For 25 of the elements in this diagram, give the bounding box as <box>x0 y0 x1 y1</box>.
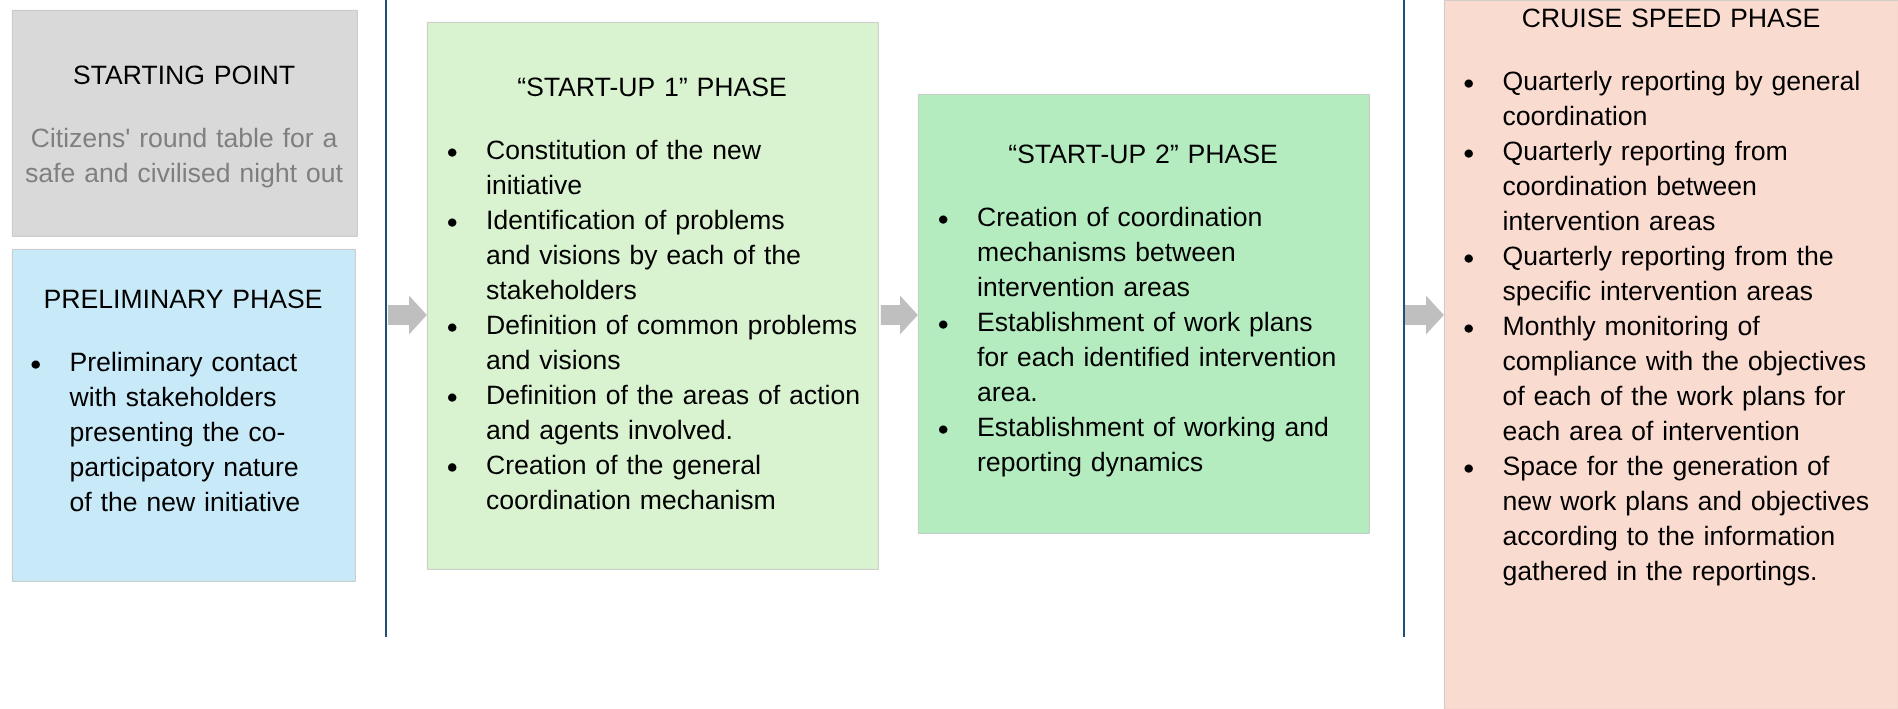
bullet-item: Definition of common problems and visions <box>487 314 857 370</box>
bullet-item: Creation of coordination mechanisms between intervention areas <box>978 206 1261 297</box>
bullet-item: Quarterly reporting from coordination between intervention areas <box>1503 140 1786 231</box>
bullet-item: Quarterly reporting by general coordination <box>1503 70 1859 126</box>
phase-box <box>427 22 879 570</box>
phase-heading: “START-UP 1” PHASE <box>518 77 786 97</box>
phase-heading: “START-UP 2” PHASE <box>1009 144 1277 164</box>
phase-box <box>12 10 358 237</box>
bullet-item: Preliminary contact with stakeholders presenting the co-participatory nature of the new initiative <box>69 351 299 512</box>
phase-box <box>918 94 1370 534</box>
bullet-item: Monthly monitoring of compliance with the objectives of each of the work plans for each area of intervention <box>1503 315 1866 441</box>
bullet-item: Definition of the areas of action and agents involved. <box>487 384 859 445</box>
bullet-item: Identification of problems and visions by each of the stakeholders <box>486 209 800 300</box>
bullet-item: Constitution of the new initiative <box>487 139 762 195</box>
bullet-item: Establishment of working and reporting dynamics <box>978 416 1328 477</box>
bullet-item: Establishment of work plans for each identified intervention area. <box>977 311 1335 402</box>
bullet-item: Quarterly reporting from the specific intervention areas <box>1503 245 1833 306</box>
bullet-item: Creation of the general coordination mechanism <box>487 454 774 510</box>
phase-heading: STARTING POINT <box>74 65 295 85</box>
description-text: Citizens' round table for a safe and civilised night out <box>25 127 343 188</box>
phase-box <box>1444 0 1898 709</box>
phase-heading: CRUISE SPEED PHASE <box>1523 8 1820 28</box>
phase-box <box>12 249 356 582</box>
phase-heading: PRELIMINARY PHASE <box>45 289 322 309</box>
bullet-item: Space for the generation of new work plans and objectives according to the information gathered in the reportings. <box>1503 455 1869 586</box>
